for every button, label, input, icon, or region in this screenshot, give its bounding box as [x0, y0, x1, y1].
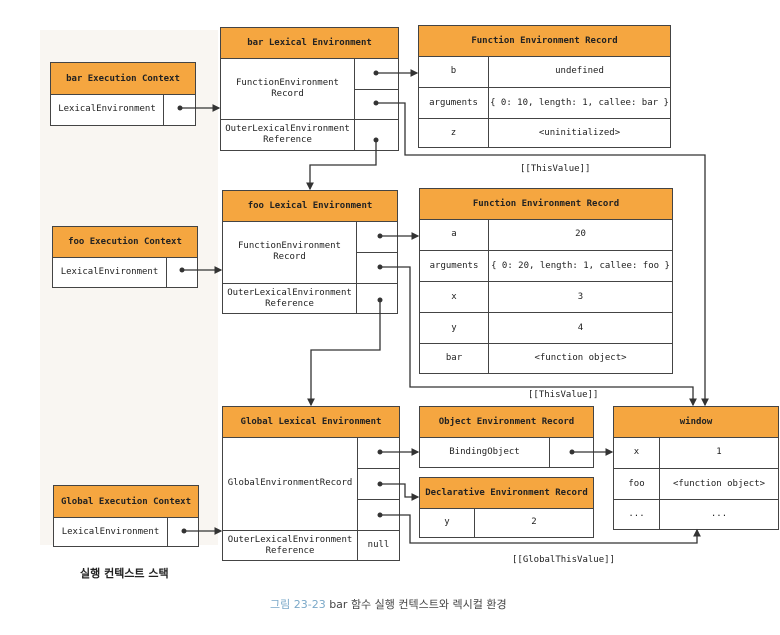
execution-context-stack-label: 실행 컨텍스트 스택: [80, 567, 169, 580]
record-key: bar: [420, 343, 488, 373]
record-key: x: [633, 447, 640, 457]
record-key: arguments: [420, 250, 488, 281]
record-key: a: [451, 229, 457, 239]
record-value: <function object>: [488, 343, 672, 373]
record-key: z: [419, 118, 488, 147]
pointer-cell: [356, 283, 397, 313]
bar-le-title: bar Lexical Environment: [221, 28, 398, 59]
record-value: 20: [488, 219, 672, 250]
foo-fer-title: Function Environment Record: [420, 189, 672, 220]
foo-execution-context: foo Execution Context LexicalEnvironment: [52, 226, 198, 288]
pointer-cell: [163, 94, 195, 125]
pointer-cell: [357, 437, 399, 468]
record-value: 1: [659, 437, 778, 468]
record-value: 4: [488, 312, 672, 343]
record-key: ...: [614, 499, 659, 529]
pointer-cell: [356, 221, 397, 252]
bar-le-record: FunctionEnvironment Record: [236, 77, 339, 99]
foo-le-title: foo Lexical Environment: [223, 191, 397, 222]
binding-object: BindingObject: [449, 446, 520, 457]
pointer-cell: [354, 89, 398, 119]
record-value: 3: [488, 281, 672, 312]
bar-fer-title: Function Environment Record: [419, 26, 670, 57]
declarative-environment-record: Declarative Environment Record y 2: [419, 477, 594, 538]
record-value: { 0: 10, length: 1, callee: bar }: [488, 87, 670, 118]
global-le-record: GlobalEnvironmentRecord: [227, 478, 353, 488]
decl-er-title: Declarative Environment Record: [420, 478, 593, 509]
global-le-outer-null: null: [357, 530, 399, 560]
arrow: [380, 514, 701, 544]
record-key: b: [450, 66, 457, 76]
figure-number: 그림 23-23: [270, 598, 326, 611]
global-ec-row: LexicalEnvironment: [61, 526, 160, 537]
object-er-title: Object Environment Record: [420, 407, 593, 438]
foo-lexical-environment: foo Lexical Environment FunctionEnvironm…: [222, 190, 398, 314]
bar-execution-context: bar Execution Context LexicalEnvironment: [50, 62, 196, 126]
record-key: y: [420, 312, 488, 343]
arrow: [306, 140, 377, 191]
record-value: <uninitialized>: [488, 118, 670, 147]
record-value: <function object>: [659, 468, 778, 499]
pointer-cell: [354, 58, 398, 89]
global-ec-title: Global Execution Context: [54, 486, 198, 518]
this-value-label: [[ThisValue]]: [528, 390, 599, 400]
foo-ec-row: LexicalEnvironment: [60, 266, 159, 277]
foo-le-record: FunctionEnvironment Record: [238, 241, 341, 262]
window-object: window x 1 foo <function object> ... ...: [613, 406, 779, 530]
pointer-cell: [166, 257, 197, 287]
figure-caption: 그림 23-23 bar 함수 실행 컨텍스트와 렉시컬 환경: [270, 596, 507, 612]
record-key: x: [420, 281, 488, 312]
bar-le-outer: OuterLexicalEnvironment Reference: [221, 119, 354, 150]
pointer-cell: [167, 517, 198, 547]
pointer-cell: [549, 437, 593, 467]
window-title: window: [614, 407, 778, 438]
pointer-cell: [357, 468, 399, 499]
bar-function-environment-record: Function Environment Record b undefined …: [418, 25, 671, 148]
global-le-outer: OuterLexicalEnvironment Reference: [223, 530, 357, 560]
record-value: ...: [659, 499, 778, 529]
bar-ec-title: bar Execution Context: [51, 63, 195, 95]
arrow: [380, 266, 697, 407]
global-le-title: Global Lexical Environment: [223, 407, 399, 438]
arrow: [380, 483, 420, 501]
record-key: foo: [614, 468, 659, 499]
global-lexical-environment: Global Lexical Environment GlobalEnviron…: [222, 406, 400, 561]
record-key: arguments: [419, 87, 488, 118]
record-key: y: [444, 517, 450, 527]
global-execution-context: Global Execution Context LexicalEnvironm…: [53, 485, 199, 547]
bar-ec-row: LexicalEnvironment: [58, 104, 156, 114]
object-environment-record: Object Environment Record BindingObject: [419, 406, 594, 468]
record-value: 2: [474, 508, 593, 537]
arrow: [307, 300, 381, 407]
pointer-cell: [356, 252, 397, 283]
bar-lexical-environment: bar Lexical Environment FunctionEnvironm…: [220, 27, 399, 151]
record-value: undefined: [488, 56, 670, 87]
record-value: { 0: 20, length: 1, callee: foo }: [488, 250, 672, 281]
arrow: [376, 102, 709, 407]
foo-function-environment-record: Function Environment Record a 20 argumen…: [419, 188, 673, 374]
figure-text: bar 함수 실행 컨텍스트와 렉시컬 환경: [325, 598, 507, 611]
pointer-cell: [357, 499, 399, 530]
global-this-value-label: [[GlobalThisValue]]: [512, 555, 615, 565]
this-value-label: [[ThisValue]]: [520, 164, 591, 174]
foo-le-outer: OuterLexicalEnvironment Reference: [223, 283, 356, 313]
pointer-cell: [354, 119, 398, 150]
foo-ec-title: foo Execution Context: [53, 227, 197, 258]
